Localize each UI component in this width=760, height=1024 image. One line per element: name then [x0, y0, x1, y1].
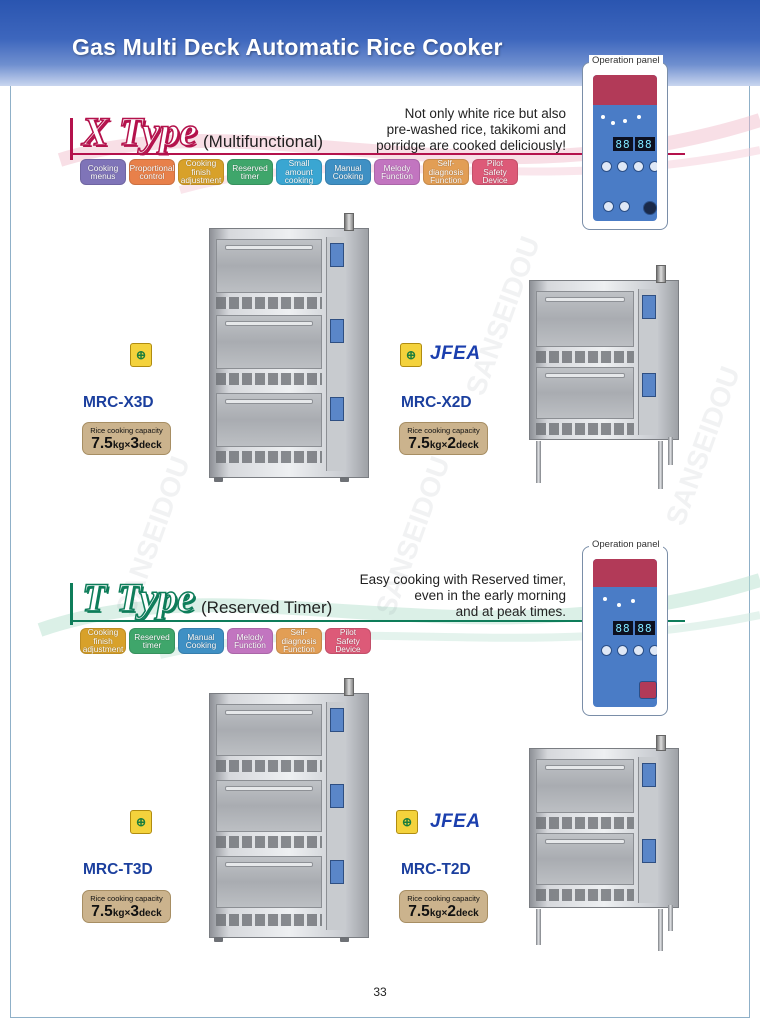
product-image-mrc-t2d [529, 735, 679, 951]
feature-badge: Reserved timer [227, 159, 273, 185]
feature-badge: Cooking menus [80, 159, 126, 185]
jfea-logo: JFEA [430, 343, 481, 364]
product-image-mrc-x3d [209, 213, 369, 482]
feature-badge: Reserved timer [129, 628, 175, 654]
page-title: Gas Multi Deck Automatic Rice Cooker [72, 34, 503, 60]
jfea-logo: JFEA [430, 811, 481, 832]
page-number: 33 [373, 985, 387, 999]
t-operation-panel: Operation panel 88 88 [582, 539, 668, 716]
capacity-badge-mrc-x2d: Rice cooking capacity 7.5kg×2deck [399, 422, 488, 455]
feature-badge: Proportional control [129, 159, 175, 185]
model-name-mrc-x2d: MRC-X2D [401, 394, 472, 411]
operation-panel-label: Operation panel [589, 539, 663, 550]
t-type-accent-bar [70, 583, 73, 625]
feature-badge: Melody Function [227, 628, 273, 654]
feature-badge: Manual Cooking [325, 159, 371, 185]
jia-certification-icon: ⊕ [130, 810, 152, 834]
feature-badge: Pilot Safety Device [472, 159, 518, 185]
x-feature-badges: Cooking menus Proportional control Cooki… [80, 159, 518, 185]
t-type-subtitle: (Reserved Timer) [201, 598, 333, 617]
feature-badge: Cooking finish adjustment [80, 628, 126, 654]
feature-badge: Melody Function [374, 159, 420, 185]
x-operation-panel: Operation panel 88 88 [582, 55, 668, 230]
capacity-badge-mrc-x3d: Rice cooking capacity 7.5kg×3deck [82, 422, 171, 455]
capacity-badge-mrc-t2d: Rice cooking capacity 7.5kg×2deck [399, 890, 488, 923]
x-type-title: X Type [81, 109, 198, 154]
product-image-mrc-t3d [209, 678, 369, 942]
feature-badge: Self-diagnosis Function [423, 159, 469, 185]
operation-panel-label: Operation panel [589, 55, 663, 66]
x-type-tagline: Not only white rice but also pre-washed … [376, 106, 566, 153]
model-name-mrc-x3d: MRC-X3D [83, 394, 154, 411]
t-type-tagline: Easy cooking with Reserved timer, even i… [359, 572, 566, 619]
model-name-mrc-t2d: MRC-T2D [401, 861, 471, 878]
capacity-badge-mrc-t3d: Rice cooking capacity 7.5kg×3deck [82, 890, 171, 923]
control-panel-image: 88 88 [593, 75, 657, 221]
feature-badge: Pilot Safety Device [325, 628, 371, 654]
feature-badge: Cooking finish adjustment [178, 159, 224, 185]
feature-badge: Manual Cooking [178, 628, 224, 654]
t-feature-badges: Cooking finish adjustment Reserved timer… [80, 628, 371, 654]
x-type-rule [70, 153, 685, 155]
x-type-subtitle: (Multifunctional) [203, 132, 323, 151]
feature-badge: Small amount cooking [276, 159, 322, 185]
model-name-mrc-t3d: MRC-T3D [83, 861, 153, 878]
t-type-rule [70, 620, 685, 622]
t-type-title: T Type [81, 575, 195, 620]
product-image-mrc-x2d [529, 265, 679, 489]
control-panel-image: 88 88 [593, 559, 657, 707]
jia-certification-icon: ⊕ [130, 343, 152, 367]
x-type-accent-bar [70, 118, 73, 160]
jia-certification-icon: ⊕ [396, 810, 418, 834]
jia-certification-icon: ⊕ [400, 343, 422, 367]
feature-badge: Self-diagnosis Function [276, 628, 322, 654]
